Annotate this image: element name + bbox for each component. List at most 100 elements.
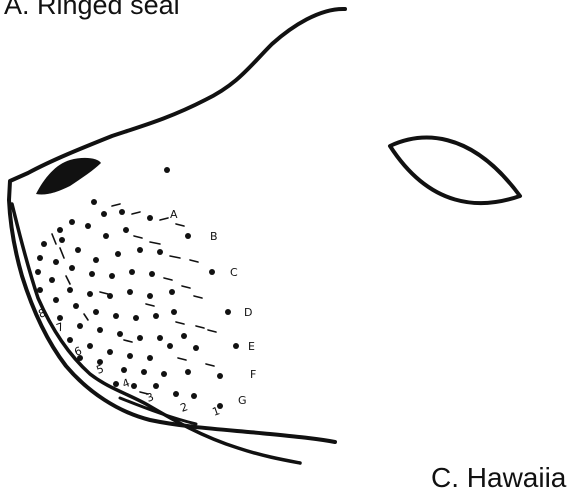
eye-outline — [390, 138, 520, 203]
whisker-dot — [93, 309, 99, 315]
follicle-dash — [134, 236, 142, 238]
row-label-f: F — [250, 368, 256, 381]
whisker-dot — [169, 289, 175, 295]
whisker-dot — [181, 333, 187, 339]
whisker-dot — [157, 249, 163, 255]
follicle-dash — [112, 204, 120, 206]
whisker-dot — [127, 289, 133, 295]
whisker-dot — [131, 383, 137, 389]
follicle-dash — [176, 224, 184, 226]
whisker-dot — [137, 335, 143, 341]
whisker-dot — [59, 237, 65, 243]
whisker-dot — [193, 345, 199, 351]
follicle-dash-marks — [52, 204, 216, 394]
whisker-dot — [153, 383, 159, 389]
follicle-dash — [208, 330, 216, 332]
whisker-dot — [37, 255, 43, 261]
whisker-follicle-grid — [35, 199, 239, 409]
whisker-dot — [109, 273, 115, 279]
whisker-dot — [113, 381, 119, 387]
follicle-dash — [182, 286, 190, 288]
column-label-5: 5 — [95, 362, 106, 377]
whisker-dot — [121, 367, 127, 373]
whisker-dot — [153, 313, 159, 319]
whisker-dot — [147, 355, 153, 361]
row-labels: A B C D E FG — [170, 208, 256, 407]
head-outline — [9, 9, 345, 442]
whisker-dot — [129, 269, 135, 275]
whisker-dot — [87, 343, 93, 349]
whisker-dot — [93, 257, 99, 263]
follicle-dash — [160, 218, 168, 220]
whisker-dot — [137, 247, 143, 253]
whisker-dot — [69, 265, 75, 271]
whisker-dot — [35, 269, 41, 275]
whisker-dot — [225, 309, 231, 315]
whisker-dot — [113, 313, 119, 319]
whisker-dot — [75, 247, 81, 253]
row-label-a: A — [170, 208, 178, 221]
whisker-dot — [85, 223, 91, 229]
whisker-dot — [147, 293, 153, 299]
follicle-dash — [150, 242, 160, 244]
follicle-dash — [194, 296, 202, 298]
vibrissal-pad-dot — [164, 167, 170, 173]
follicle-dash — [52, 234, 56, 244]
follicle-dash — [146, 304, 154, 306]
follicle-dash — [170, 256, 180, 258]
whisker-dot — [185, 369, 191, 375]
whisker-dot — [119, 209, 125, 215]
whisker-dot — [173, 391, 179, 397]
row-label-c: C — [230, 266, 238, 279]
whisker-dot — [157, 335, 163, 341]
whisker-dot — [67, 287, 73, 293]
whisker-dot — [103, 233, 109, 239]
follicle-dash — [176, 322, 184, 324]
row-label-e: E — [248, 340, 255, 353]
follicle-dash — [100, 292, 108, 294]
whisker-dot — [141, 369, 147, 375]
follicle-dash — [132, 212, 140, 214]
whisker-dot — [97, 327, 103, 333]
whisker-dot — [115, 251, 121, 257]
whisker-dot — [191, 393, 197, 399]
follicle-dash — [66, 276, 70, 284]
whisker-dot — [67, 337, 73, 343]
column-label-4: 4 — [121, 376, 132, 391]
follicle-dash — [206, 364, 214, 366]
whisker-dot — [149, 271, 155, 277]
follicle-dash — [164, 278, 172, 280]
row-label-d: D — [244, 306, 252, 319]
whisker-dot — [57, 227, 63, 233]
whisker-dot — [53, 297, 59, 303]
whisker-dot — [217, 373, 223, 379]
whisker-dot — [117, 331, 123, 337]
follicle-dash — [178, 358, 186, 360]
whisker-dot — [147, 215, 153, 221]
whisker-dot — [107, 349, 113, 355]
whisker-dot — [185, 233, 191, 239]
whisker-dot — [41, 241, 47, 247]
follicle-dash — [190, 260, 198, 262]
whisker-dot — [69, 219, 75, 225]
row-label-g: G — [238, 394, 247, 407]
whisker-dot — [89, 271, 95, 277]
follicle-dash — [196, 326, 204, 328]
whisker-dot — [161, 371, 167, 377]
whisker-dot — [77, 323, 83, 329]
whisker-dot — [133, 315, 139, 321]
whisker-dot — [167, 343, 173, 349]
whisker-dot — [101, 211, 107, 217]
follicle-dash — [124, 340, 132, 342]
whisker-dot — [87, 291, 93, 297]
whisker-dot — [209, 269, 215, 275]
follicle-dash — [84, 314, 88, 320]
row-label-b: B — [210, 230, 218, 243]
whisker-dot — [73, 303, 79, 309]
whisker-dot — [49, 277, 55, 283]
whisker-dot — [171, 309, 177, 315]
whisker-dot — [127, 353, 133, 359]
whisker-dot — [233, 343, 239, 349]
follicle-dash — [60, 248, 64, 258]
